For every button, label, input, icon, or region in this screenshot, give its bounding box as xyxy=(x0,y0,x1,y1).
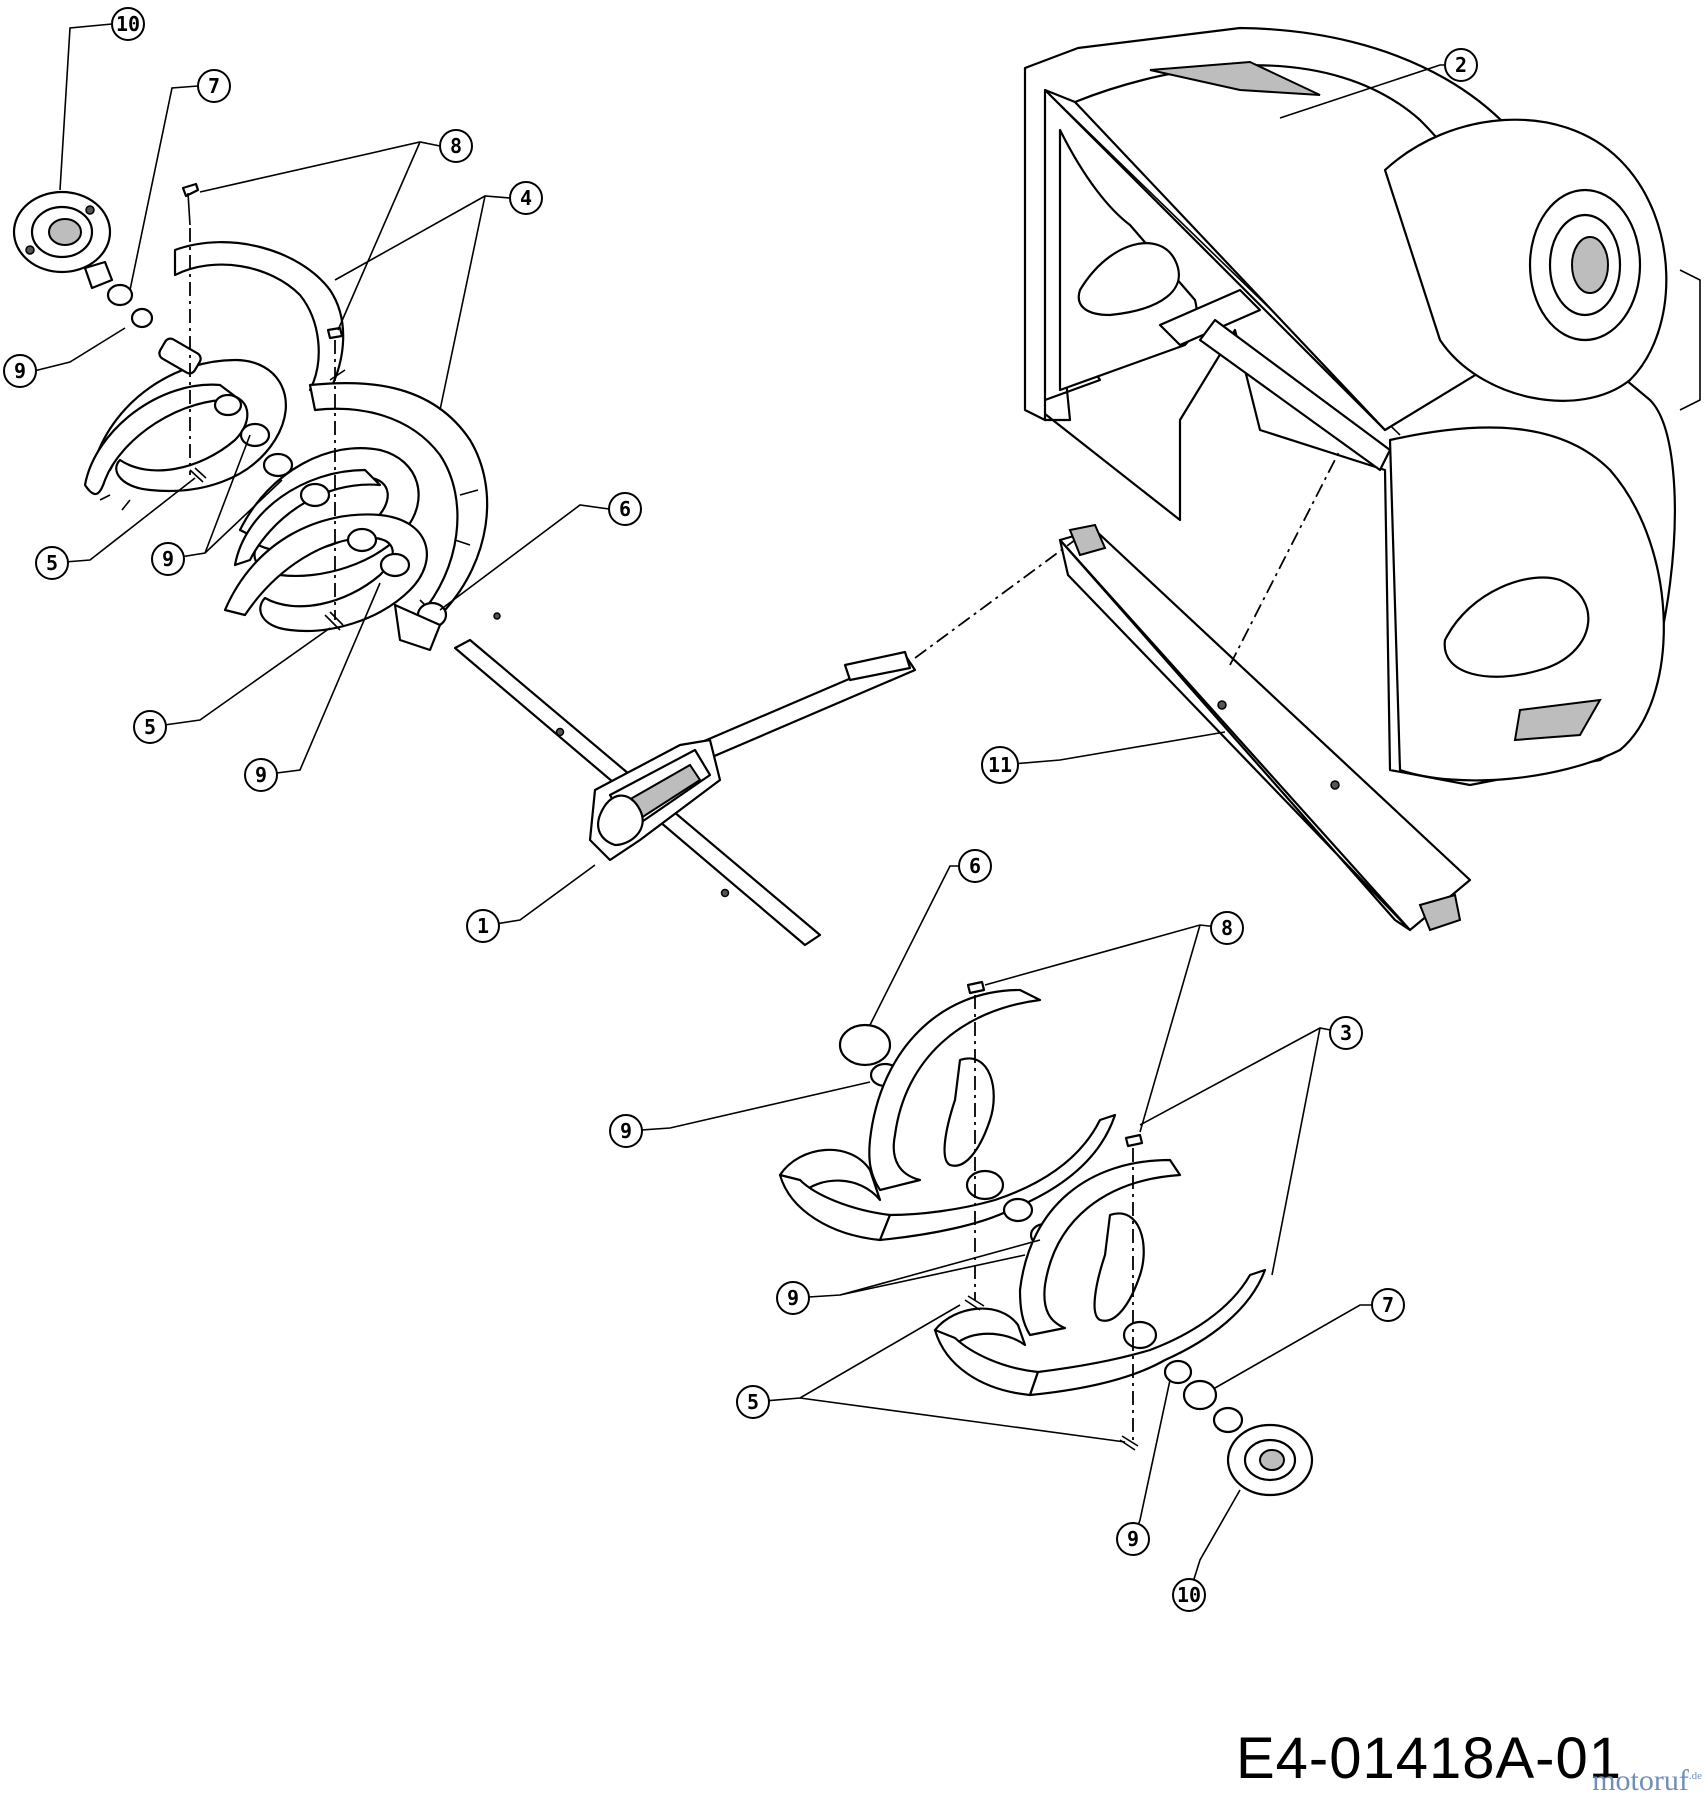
svg-text:5: 5 xyxy=(144,715,156,739)
svg-text:9: 9 xyxy=(162,547,174,571)
svg-text:9: 9 xyxy=(787,1286,799,1310)
svg-text:9: 9 xyxy=(255,763,267,787)
callout-5-left-pin-upper: 5 xyxy=(35,546,69,580)
svg-text:10: 10 xyxy=(1177,1583,1201,1607)
auger-housing xyxy=(1023,26,1701,787)
callout-9-left-spacer-lower: 9 xyxy=(244,758,278,792)
right-auger xyxy=(778,988,1267,1397)
callout-bubbles: 10 7 8 4 9 5 9 6 5 9 2 11 1 6 8 3 9 9 7 … xyxy=(3,7,1478,1612)
callout-7-right-washer: 7 xyxy=(1371,1288,1405,1322)
callout-6-left-bearing: 6 xyxy=(608,492,642,526)
callout-9-left-spacers: 9 xyxy=(151,542,185,576)
svg-text:9: 9 xyxy=(14,359,26,383)
drawing-code: E4-01418A-01 xyxy=(1235,1726,1622,1791)
callout-7-left-washer: 7 xyxy=(197,69,231,103)
svg-text:3: 3 xyxy=(1340,1021,1352,1045)
callout-11-stabilizer-bar: 11 xyxy=(981,746,1019,784)
left-auger xyxy=(83,241,489,652)
stabilizer-bar xyxy=(1058,523,1472,932)
callout-9-right-spacers: 9 xyxy=(776,1281,810,1315)
svg-text:7: 7 xyxy=(208,74,220,98)
svg-text:6: 6 xyxy=(619,497,631,521)
callout-10-right-cap: 10 xyxy=(1172,1578,1206,1612)
svg-text:8: 8 xyxy=(1221,916,1233,940)
svg-text:6: 6 xyxy=(969,854,981,878)
left-end-bearing-hardware xyxy=(12,182,344,631)
callout-10-left-cap: 10 xyxy=(111,7,145,41)
callout-6-right-bearing: 6 xyxy=(958,849,992,883)
svg-text:5: 5 xyxy=(747,1390,759,1414)
svg-text:5: 5 xyxy=(46,551,58,575)
watermark-suffix: .de xyxy=(1688,1770,1702,1782)
svg-text:9: 9 xyxy=(620,1119,632,1143)
svg-text:7: 7 xyxy=(1382,1293,1394,1317)
svg-text:10: 10 xyxy=(116,12,140,36)
svg-text:8: 8 xyxy=(450,134,462,158)
callout-5-left-pin-lower: 5 xyxy=(133,710,167,744)
svg-text:11: 11 xyxy=(988,753,1012,777)
watermark-logo: motoruf.de xyxy=(1592,1764,1702,1798)
gearbox-shaft-assembly xyxy=(453,612,917,947)
alignment-lines xyxy=(914,449,1341,666)
right-end-bearing-hardware xyxy=(964,980,1314,1497)
callout-2-housing: 2 xyxy=(1444,48,1478,82)
callout-1-gearbox: 1 xyxy=(466,909,500,943)
callout-3-right-auger: 3 xyxy=(1329,1016,1363,1050)
svg-text:2: 2 xyxy=(1455,53,1467,77)
callout-9-right-nut-lower: 9 xyxy=(1116,1522,1150,1556)
watermark-text: motoruf xyxy=(1592,1764,1689,1797)
callout-8-right-bolts: 8 xyxy=(1210,911,1244,945)
svg-text:9: 9 xyxy=(1127,1527,1139,1551)
callout-8-left-bolts: 8 xyxy=(439,129,473,163)
svg-text:1: 1 xyxy=(477,914,489,938)
callout-5-right-pins: 5 xyxy=(736,1385,770,1419)
svg-text:4: 4 xyxy=(520,186,532,210)
callout-9-right-nut-upper: 9 xyxy=(609,1114,643,1148)
callout-9-left-nut: 9 xyxy=(3,354,37,388)
callout-4-left-auger: 4 xyxy=(509,181,543,215)
